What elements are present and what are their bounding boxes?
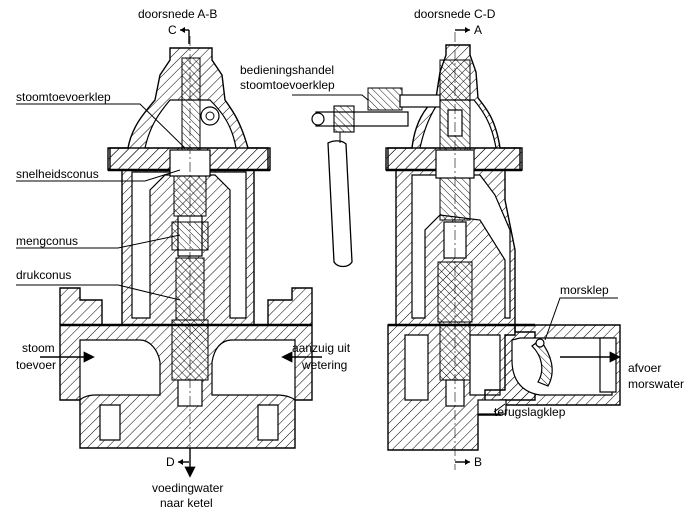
- marker-d: D: [166, 455, 175, 469]
- section-markers: C D A B: [166, 23, 482, 469]
- lower-cavity-ab: [79, 339, 161, 402]
- title-section-ab: doorsnede A-B: [138, 7, 217, 21]
- label-toevoer: toevoer: [16, 358, 56, 372]
- upper-cavity-ab: [131, 171, 247, 319]
- marker-c: C: [168, 23, 177, 37]
- label-afvoer: afvoer: [628, 361, 661, 375]
- marker-b: B: [474, 455, 482, 469]
- title-section-cd: doorsnede C-D: [414, 7, 496, 21]
- section-ab-drawing: [59, 36, 313, 470]
- marker-a: A: [474, 23, 482, 37]
- label-stoomtoevoerklep-handel: stoomtoevoerklep: [240, 78, 335, 92]
- flow-arrows: [40, 351, 621, 478]
- label-mengconus: mengconus: [16, 234, 78, 248]
- label-morsklep: morsklep: [560, 283, 609, 297]
- label-stoom: stoom: [22, 341, 55, 355]
- label-snelheidsconus: snelheidsconus: [16, 167, 99, 181]
- label-stoomtoevoerklep: stoomtoevoerklep: [16, 90, 111, 104]
- label-wetering: wetering: [301, 358, 347, 372]
- operating-lever: [311, 105, 409, 268]
- label-naar-ketel: naar ketel: [160, 496, 213, 510]
- label-bedieningshandel: bedieningshandel: [240, 63, 334, 77]
- overflow-valve-flap: [531, 339, 553, 387]
- leader-lines: [16, 94, 618, 413]
- labels: doorsnede A-B doorsnede C-D stoomtoevoer…: [16, 7, 684, 510]
- label-aanzuig: aanzuig uit: [292, 341, 351, 355]
- label-drukconus: drukconus: [16, 268, 71, 282]
- label-voedingwater: voedingwater: [152, 481, 223, 495]
- label-morswater: morswater: [628, 377, 684, 391]
- label-terugslagklep: terugslagklep: [494, 405, 566, 419]
